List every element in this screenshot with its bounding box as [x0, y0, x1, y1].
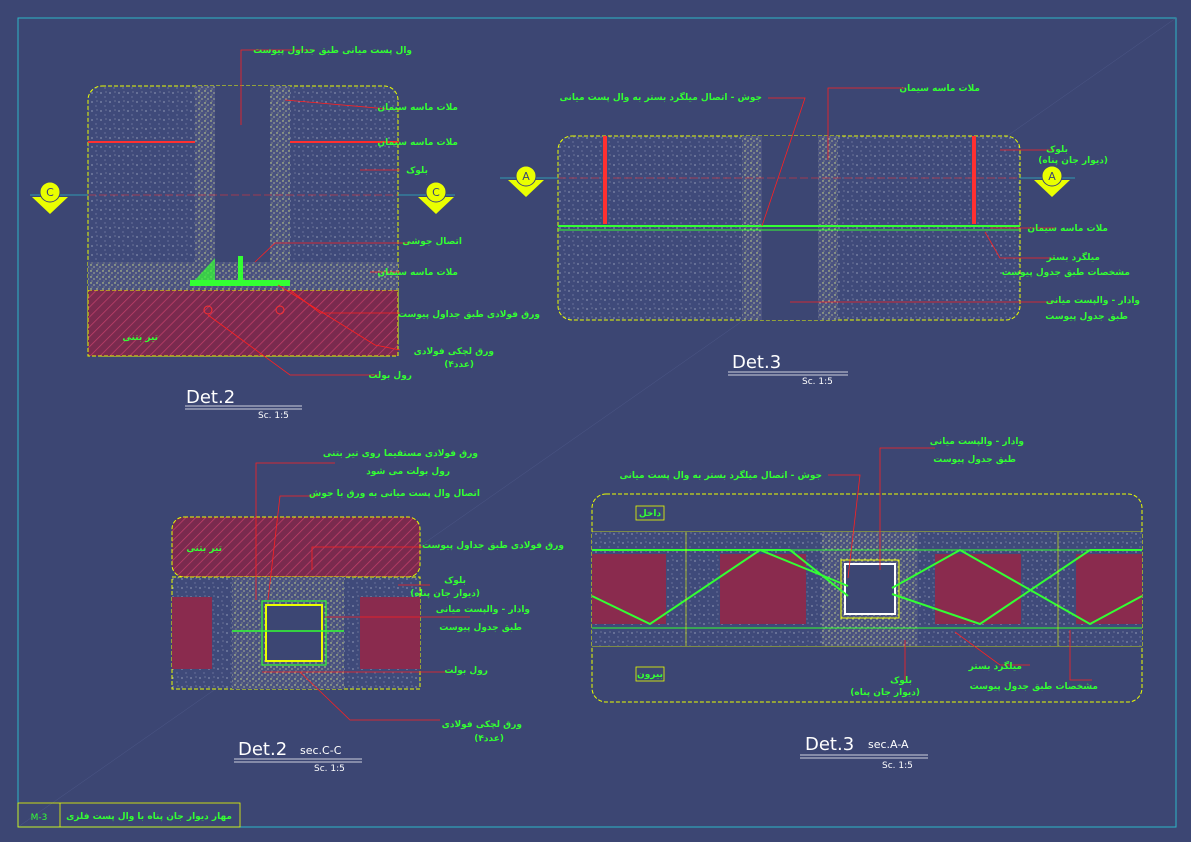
- detail-title: Det.3: [805, 734, 854, 755]
- label: ورق فولادی مستقیما روی تیر بتنی: [323, 449, 478, 459]
- label: بلوک: [406, 166, 428, 176]
- label: ورق لچکی فولادی: [414, 347, 494, 357]
- label: جوش - اتصال میلگرد بستر به وال پست میانی: [619, 469, 822, 481]
- sheet-frame: [17, 17, 1177, 828]
- label: ملات ماسه سیمان: [377, 103, 458, 113]
- title-block: M-3 مهار دیوار جان پناه با وال پست فلزی: [17, 802, 241, 828]
- label: بلوک: [1046, 145, 1068, 155]
- label: ملات ماسه سیمان: [377, 268, 458, 278]
- label: بلوک: [890, 676, 912, 686]
- outside-tag: بیرون: [637, 670, 663, 680]
- sheet-number: M-3: [31, 813, 48, 823]
- label: طبق جدول پیوست: [1045, 312, 1128, 322]
- detail-2: C C وال پست میانی طبق جداول پیوست ملات م…: [30, 46, 540, 421]
- detail-subtitle: sec.A-A: [868, 738, 909, 751]
- detail-title: Det.2: [186, 387, 235, 408]
- section-marker-a-left: A: [522, 170, 530, 183]
- label: ملات ماسه سیمان: [1027, 224, 1108, 234]
- label: وادار - والپست میانی: [930, 437, 1024, 447]
- label: اتصال جوشی: [402, 237, 462, 247]
- label: میلگرد بستر: [968, 660, 1022, 672]
- detail-scale: Sc. 1:5: [258, 411, 289, 421]
- detail-title: Det.3: [732, 352, 781, 373]
- detail-scale: Sc. 1:5: [314, 764, 345, 774]
- label: ملات ماسه سیمان: [377, 138, 458, 148]
- label: (۴عدد): [444, 360, 474, 370]
- label: ورق فولادی طبق جداول پیوست: [422, 541, 564, 551]
- label: تیر بتنی: [122, 333, 158, 343]
- inside-tag: داخل: [639, 509, 662, 519]
- label: وادار - والپست میانی: [436, 605, 530, 615]
- sheet-title: مهار دیوار جان پناه با وال پست فلزی: [66, 812, 232, 822]
- detail-subtitle: sec.C-C: [300, 744, 342, 757]
- label: وادار - والپست میانی: [1046, 296, 1140, 306]
- label: (دیوار جان پناه): [1038, 156, 1108, 166]
- label: مشخصات طبق جدول پیوست: [970, 682, 1098, 692]
- label: طبق جدول پیوست: [439, 623, 522, 633]
- label: (دیوار جان پناه): [410, 589, 480, 599]
- label: (۴عدد): [474, 734, 504, 744]
- section-marker-c-right: C: [432, 186, 440, 199]
- label: ورق فولادی طبق جداول پیوست: [398, 310, 540, 320]
- detail-3-section-aa: داخل بیرون وادار - والپست میانی طبق جدول…: [591, 437, 1143, 771]
- detail-scale: Sc. 1:5: [802, 377, 833, 387]
- label: ملات ماسه سیمان: [899, 84, 980, 94]
- label: اتصال وال پست میانی به ورق با جوش: [309, 489, 480, 499]
- label: میلگرد بستر: [1046, 251, 1100, 263]
- section-marker-a-right: A: [1048, 170, 1056, 183]
- label: بلوک: [444, 576, 466, 586]
- label: رول بولت: [368, 371, 412, 381]
- detail-3: A A جوش - اتصال میلگرد بستر به وال پست م…: [500, 84, 1140, 387]
- section-marker-c-left: C: [46, 186, 54, 199]
- detail-scale: Sc. 1:5: [882, 761, 913, 771]
- label: ورق لچکی فولادی: [442, 720, 522, 730]
- label: جوش - اتصال میلگرد بستر به وال پست میانی: [559, 91, 762, 103]
- label: (دیوار جان پناه): [850, 688, 920, 698]
- detail-title: Det.2: [238, 739, 287, 760]
- label: وال پست میانی طبق جداول پیوست: [253, 46, 412, 56]
- label: رول بولت می شود: [366, 467, 450, 477]
- label: طبق جدول پیوست: [933, 455, 1016, 465]
- label: تیر بتنی: [186, 544, 222, 554]
- detail-2-section-cc: ورق فولادی مستقیما روی تیر بتنی رول بولت…: [171, 449, 564, 774]
- label: رول بولت: [444, 666, 488, 676]
- label: مشخصات طبق جدول پیوست: [1002, 268, 1130, 278]
